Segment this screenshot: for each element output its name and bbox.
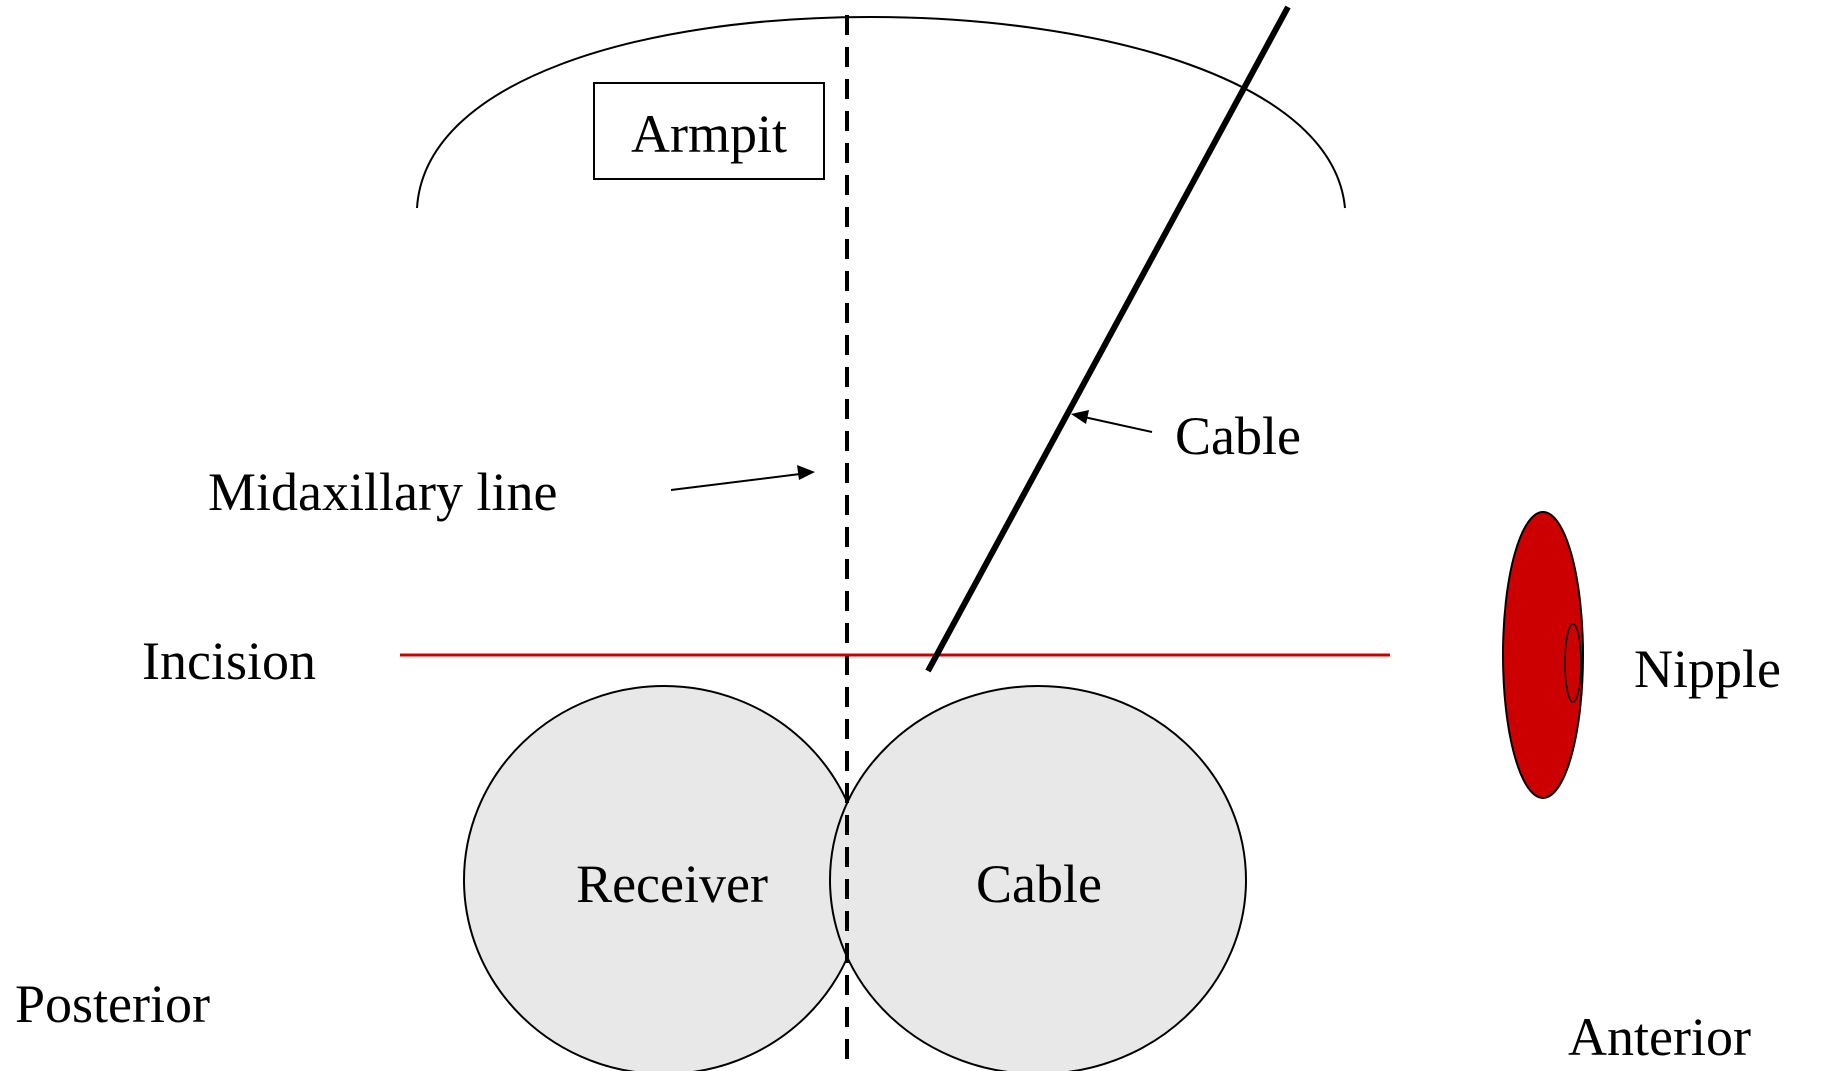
cable-callout-arrow <box>1083 416 1153 433</box>
midaxillary-callout-arrowhead <box>797 465 815 480</box>
posterior-label: Posterior <box>15 974 210 1034</box>
armpit-label: Armpit <box>631 104 787 164</box>
nipple-shape <box>1502 511 1584 799</box>
midaxillary-callout-arrow <box>670 473 801 491</box>
incision-label: Incision <box>142 631 316 691</box>
nipple-inner <box>1564 623 1582 703</box>
cable-callout-arrowhead <box>1071 410 1089 424</box>
armpit-arc <box>416 15 1346 209</box>
nipple-label: Nipple <box>1634 639 1781 699</box>
cable-upper-label: Cable <box>1175 406 1301 466</box>
midaxillary-line-label: Midaxillary line <box>208 462 557 522</box>
cable-line <box>925 5 1291 673</box>
anterior-label: Anterior <box>1568 1007 1751 1067</box>
cable-circle <box>829 685 1247 1071</box>
receiver-label: Receiver <box>576 854 768 914</box>
armpit-label-box <box>593 82 825 180</box>
cable-circle-label: Cable <box>976 854 1102 914</box>
